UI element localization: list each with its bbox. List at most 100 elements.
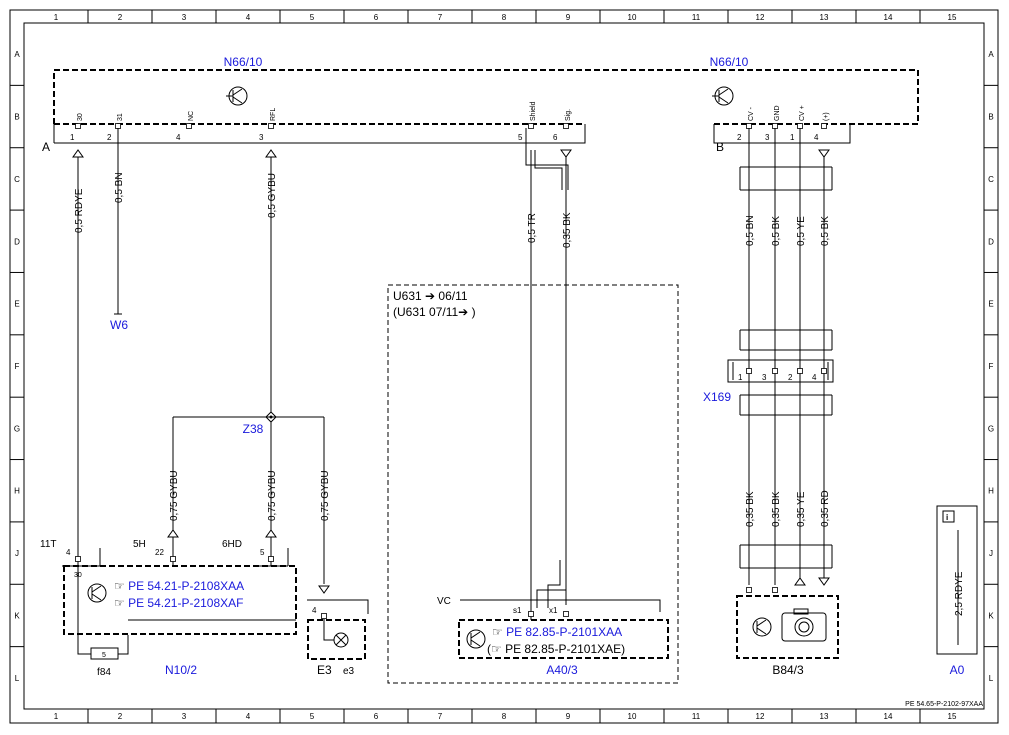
grid-col-label: 7 xyxy=(438,13,443,22)
wire-label: 0,5 BN xyxy=(745,215,756,246)
pin-b1: CV + 1 xyxy=(790,105,806,142)
grid-col-label: 14 xyxy=(884,712,893,721)
grid-col-label: 5 xyxy=(310,13,315,22)
grid-row-label: K xyxy=(14,611,20,620)
grid-col-label: 15 xyxy=(948,712,957,721)
grid-col-label: 13 xyxy=(820,13,829,22)
pin-a6: Sig. 6 xyxy=(553,109,572,142)
variant-line1: U631 ➔ 06/11 xyxy=(393,289,468,303)
grid-col-label: 3 xyxy=(182,712,187,721)
grid-row-label: E xyxy=(988,300,993,309)
pin-s1: s1 xyxy=(513,606,522,615)
wire-label: 0,5 RDYE xyxy=(74,188,85,233)
wire-label: 0,35 BK xyxy=(745,491,756,527)
grid-col-label: 2 xyxy=(118,13,123,22)
z38-label[interactable]: Z38 xyxy=(243,422,264,436)
a0-label[interactable]: A0 xyxy=(950,663,965,677)
grid-row-label: J xyxy=(15,549,19,558)
svg-text:4: 4 xyxy=(176,133,181,142)
connector-b-label: B xyxy=(716,140,724,154)
grid-col-label: 1 xyxy=(54,712,59,721)
grid-col-label: 14 xyxy=(884,13,893,22)
svg-text:i: i xyxy=(946,513,948,522)
grid-row-label: A xyxy=(988,50,994,59)
transistor-icon xyxy=(752,617,772,637)
grid-row-label: G xyxy=(988,424,994,433)
svg-text:1: 1 xyxy=(738,373,743,382)
grid-col-label: 7 xyxy=(438,712,443,721)
w6-label[interactable]: W6 xyxy=(110,318,128,332)
pin-b2: CV - 2 xyxy=(737,106,755,142)
grid-col-label: 8 xyxy=(502,712,507,721)
info-icon[interactable]: i xyxy=(942,510,955,523)
svg-text:2: 2 xyxy=(788,373,793,382)
svg-text:30: 30 xyxy=(77,113,84,121)
wire-label: 0,5 YE xyxy=(796,216,807,246)
wire-label: 2,5 RDYE xyxy=(954,571,965,616)
a40-3-label[interactable]: A40/3 xyxy=(546,663,578,677)
e3-small-label: e3 xyxy=(343,666,355,677)
grid-row-label: B xyxy=(988,113,993,122)
svg-text:3: 3 xyxy=(259,133,264,142)
grid-row-label: H xyxy=(14,487,20,496)
grid-col-label: 9 xyxy=(566,13,571,22)
grid-row-label: L xyxy=(15,674,20,683)
b84-3-label: B84/3 xyxy=(772,663,804,677)
ref-n10-1[interactable]: ☞ PE 54.21-P-2108XAA xyxy=(114,579,244,593)
wire-label: 0,35 BK xyxy=(562,212,573,248)
transistor-icon xyxy=(87,583,107,603)
pin-a1: 30 1 xyxy=(70,113,84,142)
grid-col-label: 3 xyxy=(182,13,187,22)
grid-col-label: 6 xyxy=(374,13,379,22)
grid-col-label: 4 xyxy=(246,13,251,22)
grid-row-label: F xyxy=(989,362,994,371)
svg-text:5: 5 xyxy=(518,133,523,142)
a0-box xyxy=(936,505,978,655)
svg-text:(+): (+) xyxy=(823,112,830,121)
ref-n10-2[interactable]: ☞ PE 54.21-P-2108XAF xyxy=(114,596,244,610)
grid-row-label: E xyxy=(14,300,19,309)
grid-col-label: 9 xyxy=(566,712,571,721)
n66-label-right[interactable]: N66/10 xyxy=(710,55,749,69)
wire-label: 0,35 YE xyxy=(796,491,807,527)
e3-label: E3 xyxy=(317,663,332,677)
pin-n10-5: 5 xyxy=(260,548,265,557)
transistor-icon xyxy=(712,86,734,106)
camera-icon xyxy=(781,608,827,642)
transistor-icon xyxy=(466,629,486,649)
variant-box xyxy=(387,284,679,684)
pin-b3: GND 3 xyxy=(765,105,781,142)
x169-connector xyxy=(727,359,834,383)
ref-a40-1[interactable]: ☞ PE 82.85-P-2101XAA xyxy=(492,625,622,639)
grid-col-label: 10 xyxy=(628,13,637,22)
wire-label: 0,5 TR xyxy=(527,213,538,243)
svg-text:CV -: CV - xyxy=(748,106,755,121)
x169-label[interactable]: X169 xyxy=(703,390,731,404)
pin-e3-4: 4 xyxy=(312,606,317,615)
svg-text:4: 4 xyxy=(812,373,817,382)
wire-label: 0,35 BK xyxy=(771,491,782,527)
footer-reference: PE 54.65-P-2102-97XAA xyxy=(905,701,983,708)
svg-text:CV +: CV + xyxy=(799,105,806,121)
svg-text:RFL: RFL xyxy=(270,108,277,121)
svg-text:GND: GND xyxy=(774,105,781,121)
wire-label: 0,75 GYBU xyxy=(267,470,278,521)
svg-text:6: 6 xyxy=(553,133,558,142)
svg-text:2: 2 xyxy=(737,133,742,142)
5h-label: 5H xyxy=(133,539,146,550)
svg-text:1: 1 xyxy=(790,133,795,142)
svg-text:2: 2 xyxy=(107,133,112,142)
11t-label: 11T xyxy=(40,539,57,550)
ref-a40-2[interactable]: (☞ PE 82.85-P-2101XAE) xyxy=(487,642,625,656)
pin-n10-22: 22 xyxy=(155,548,164,557)
n66-label-left[interactable]: N66/10 xyxy=(224,55,263,69)
grid-col-label: 11 xyxy=(692,712,701,721)
svg-text:3: 3 xyxy=(765,133,770,142)
n10-2-box xyxy=(63,565,297,635)
variant-line2: (U631 07/11➔ ) xyxy=(393,305,476,319)
grid-row-label: K xyxy=(988,611,994,620)
n10-2-label[interactable]: N10/2 xyxy=(165,663,197,677)
